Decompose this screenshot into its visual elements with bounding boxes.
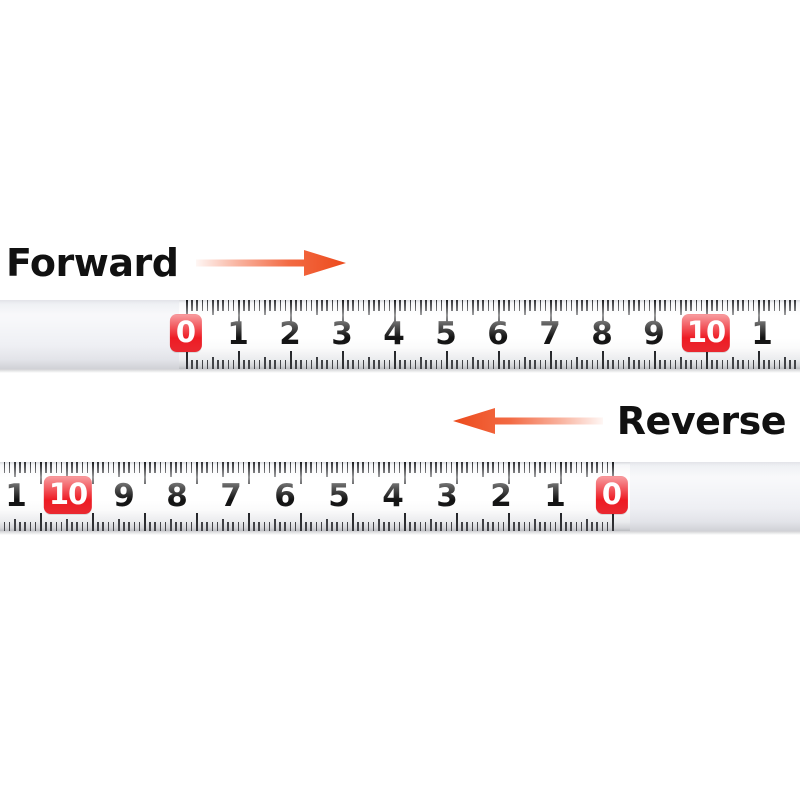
forward-number-11: 1 [751,316,773,352]
forward-direction-row: Forward [6,240,364,286]
forward-number-2: 2 [279,316,301,352]
forward-label: Forward [6,241,179,285]
arrow-left-icon [452,408,603,434]
forward-number-6: 6 [487,316,509,352]
tape-shadow-forward [0,369,800,373]
forward-number-0: 0 [169,314,203,352]
tape-blank-section-reverse [630,462,800,531]
reverse-direction-row: Reverse [441,398,787,444]
tape-shadow-reverse [0,531,800,535]
arrow-right-icon [196,250,347,276]
tape-blank-section-forward [0,300,179,369]
reverse-number-8: 3 [436,478,458,514]
reverse-number-2: 9 [113,478,135,514]
forward-number-9: 9 [643,316,665,352]
reverse-number-11: 0 [595,476,629,514]
reverse-number-9: 2 [490,478,512,514]
reverse-number-0: 1 [5,478,27,514]
forward-number-7: 7 [539,316,561,352]
forward-number-3: 3 [331,316,353,352]
reverse-number-3: 8 [166,478,188,514]
reverse-label: Reverse [616,399,787,443]
reverse-number-4: 7 [220,478,242,514]
forward-number-8: 8 [591,316,613,352]
reverse-number-5: 6 [274,478,296,514]
reverse-number-10: 1 [544,478,566,514]
forward-number-4: 4 [383,316,405,352]
forward-number-1: 1 [227,316,249,352]
reverse-number-1: 10 [43,476,93,514]
forward-number-5: 5 [435,316,457,352]
reverse-number-6: 5 [328,478,350,514]
forward-number-10: 10 [681,314,731,352]
reverse-number-7: 4 [382,478,404,514]
